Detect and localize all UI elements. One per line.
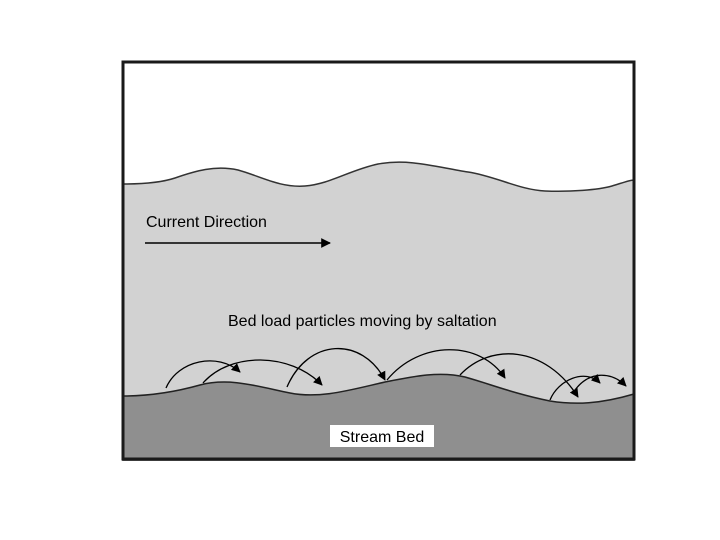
saltation-label: Bed load particles moving by saltation bbox=[228, 313, 497, 330]
current-direction-label: Current Direction bbox=[146, 214, 267, 231]
stream-bed-label: Stream Bed bbox=[340, 429, 424, 446]
